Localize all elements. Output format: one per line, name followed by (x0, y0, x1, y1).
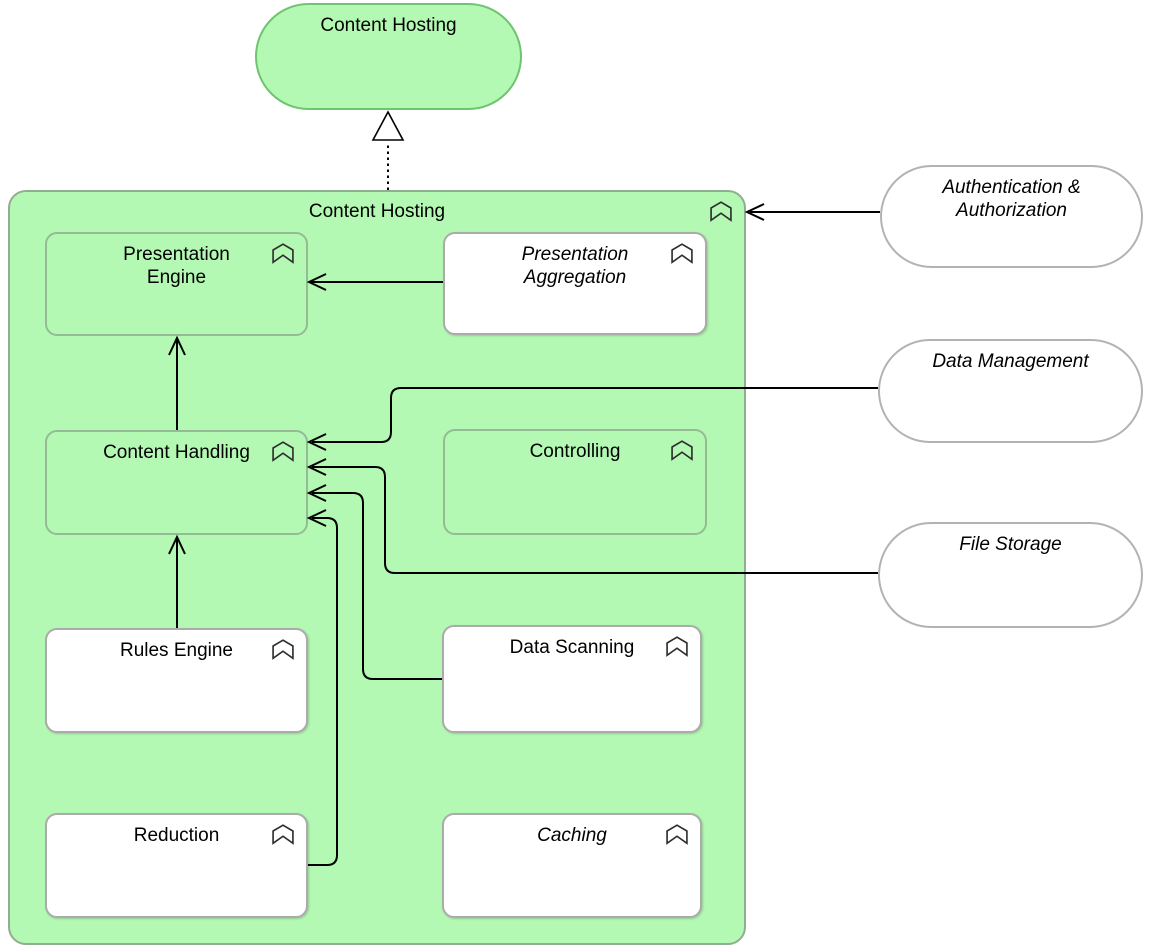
node-presentation-engine[interactable]: Presentation Engine (45, 232, 308, 336)
node-content-hosting-capability[interactable]: Content Hosting (255, 3, 522, 110)
node-authentication-authorization[interactable]: Authentication & Authorization (880, 165, 1143, 268)
function-icon (272, 243, 294, 264)
node-controlling[interactable]: Controlling (443, 429, 707, 535)
function-icon (710, 201, 732, 222)
container-title: Content Hosting (10, 201, 744, 223)
function-icon (671, 440, 693, 461)
node-label: Data Scanning (509, 637, 635, 658)
node-label: Presentation Engine (123, 244, 230, 289)
node-label: Authentication & Authorization (942, 177, 1081, 222)
function-icon (272, 639, 294, 660)
node-caching[interactable]: Caching (442, 813, 702, 918)
function-icon (272, 824, 294, 845)
node-presentation-aggregation[interactable]: Presentation Aggregation (443, 232, 707, 335)
node-label: Controlling (529, 441, 621, 462)
node-data-scanning[interactable]: Data Scanning (442, 625, 702, 733)
node-label: Reduction (133, 825, 220, 846)
edge-realization-container-to-capability (371, 110, 405, 190)
node-label: Data Management (932, 351, 1089, 372)
node-label: Rules Engine (119, 640, 234, 661)
node-label: Content Handling (103, 442, 250, 463)
node-label: Caching (537, 825, 607, 846)
node-data-management[interactable]: Data Management (878, 339, 1143, 443)
function-icon (671, 243, 693, 264)
node-file-storage[interactable]: File Storage (878, 522, 1143, 628)
node-content-handling[interactable]: Content Handling (45, 430, 308, 535)
node-reduction[interactable]: Reduction (45, 813, 308, 918)
function-icon (666, 636, 688, 657)
node-label: Content Hosting (320, 15, 457, 36)
function-icon (272, 441, 294, 462)
container-title-text: Content Hosting (308, 201, 446, 222)
node-label: File Storage (959, 534, 1062, 555)
node-rules-engine[interactable]: Rules Engine (45, 628, 308, 733)
function-icon (666, 824, 688, 845)
node-label: Presentation Aggregation (521, 244, 629, 289)
edge-authentication-to-container (744, 203, 880, 221)
